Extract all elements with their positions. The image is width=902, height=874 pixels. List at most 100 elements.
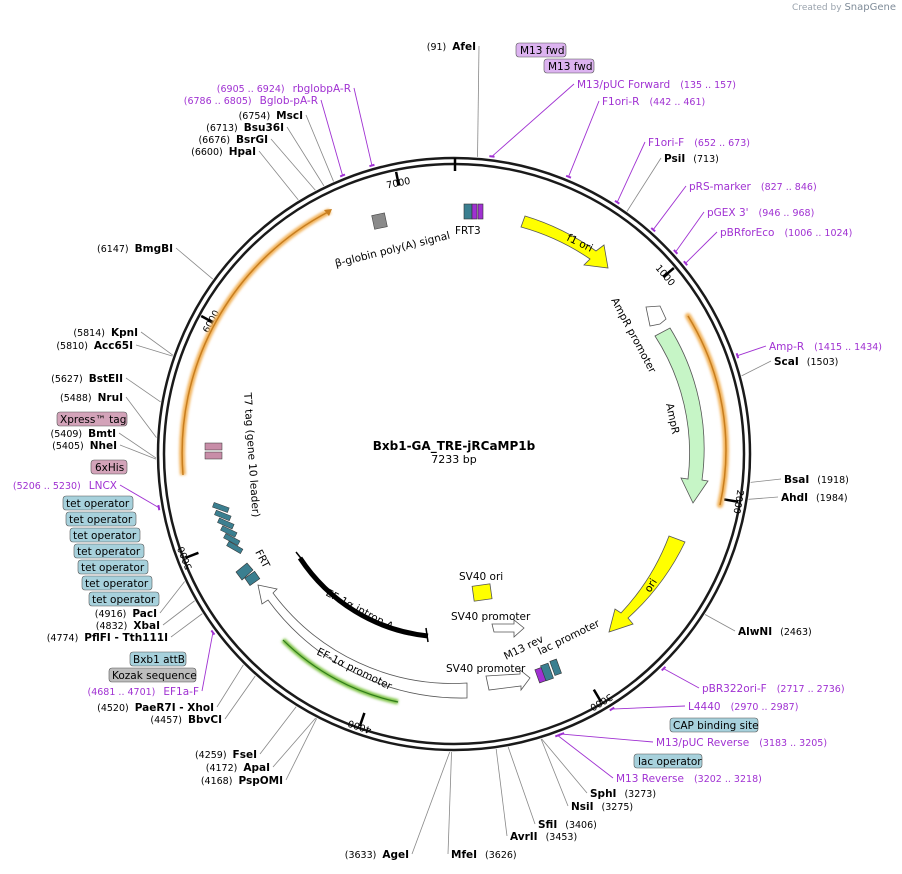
xpress-tag-box <box>56 411 128 427</box>
site-label-15: BbvCI(4457) <box>150 714 222 726</box>
tet-operator-block-5 <box>223 533 241 546</box>
site-position: (1984) <box>816 493 848 504</box>
site-label-20: NheI(5405) <box>52 440 117 452</box>
tet-operator-box-5 <box>77 559 149 575</box>
site-label-22: NruI (5488) <box>60 392 123 404</box>
feature-lac-operator <box>540 662 554 682</box>
site-position: (1503) <box>807 357 839 368</box>
feature-ef1a-promoter <box>257 584 468 699</box>
primer-mark-6 <box>735 352 740 359</box>
feature-t7-tag-label: T7 tag (gene 10 leader) <box>241 391 262 517</box>
site-leader-30 <box>305 114 334 182</box>
tet-operator-text-6: tet operator <box>85 578 149 590</box>
site-name: PspOMI <box>238 775 283 787</box>
site-label-5: AlwNI(2463) <box>738 626 812 638</box>
primer-range: (442 .. 461) <box>649 97 705 108</box>
tick-mark-3000 <box>592 688 603 703</box>
feature-sv40-promoter-2 <box>491 619 525 638</box>
green-highlight-core <box>282 639 399 703</box>
site-leader-28 <box>270 138 316 191</box>
site-leader-lines <box>118 45 782 855</box>
snapgene-branding: Created by SnapGene <box>792 2 896 13</box>
primer-mark-5 <box>683 260 688 266</box>
site-leader-27 <box>258 150 299 201</box>
primer-name: M13/pUC Forward <box>577 79 670 91</box>
primer-leader-9 <box>561 733 654 743</box>
primer-name: pGEX 3' <box>707 207 749 219</box>
tick-mark-6000 <box>200 314 215 324</box>
lac-operator-box <box>633 753 703 769</box>
primer-label-6: Amp-R(1415 .. 1434) <box>769 341 882 353</box>
tick-mark-4000 <box>358 712 366 727</box>
tick-label-1000: 1000 <box>653 263 677 289</box>
site-label-3: BsaI(1918) <box>784 474 849 486</box>
tet-operator-box-1 <box>62 495 134 511</box>
site-name: BsrGI <box>236 134 268 146</box>
site-position: (3275) <box>602 802 634 813</box>
primer-label-13: Bglob-pA-R(6786 .. 6805) <box>184 95 318 107</box>
site-name: NruI <box>98 392 123 404</box>
feature-bglobin-polya-label: β-globin poly(A) signal <box>334 230 451 270</box>
site-leader-1 <box>626 157 662 212</box>
site-label-25: KpnI(5814) <box>73 327 138 339</box>
site-position: (4520) <box>97 703 129 714</box>
site-name: AhdI <box>781 492 808 504</box>
tet-operator-box-4 <box>73 543 145 559</box>
site-leader-13 <box>272 717 317 768</box>
feature-sv40-ori-label: SV40 ori <box>459 571 503 583</box>
feature-f1-ori <box>520 215 609 269</box>
m13-fwd-box-2-text: M13 fwd <box>548 61 593 73</box>
site-position: (5405) <box>52 441 84 452</box>
site-name: HpaI <box>229 146 256 158</box>
site-labels: AfeI(91)PsiI(713)ScaI(1503)BsaI(1918)Ahd… <box>47 41 849 861</box>
primer-range: (827 .. 846) <box>761 182 817 193</box>
site-position: (6713) <box>206 123 238 134</box>
site-name: PsiI <box>664 153 685 165</box>
branding-name: SnapGene <box>844 2 896 13</box>
primer-mark-0 <box>489 155 495 158</box>
site-leader-8 <box>507 746 536 825</box>
primer-label-10: M13 Reverse(3202 .. 3218) <box>616 773 762 785</box>
site-name: ApaI <box>243 762 270 774</box>
tet-operator-text-4: tet operator <box>77 546 141 558</box>
site-position: (4172) <box>206 763 238 774</box>
primer-mark-8 <box>609 706 615 712</box>
site-position: (6676) <box>198 135 230 146</box>
site-position: (3626) <box>485 850 517 861</box>
primer-label-3: pRS-marker(827 .. 846) <box>689 181 817 193</box>
site-position: (4168) <box>201 776 233 787</box>
primer-range: (1415 .. 1434) <box>814 342 882 353</box>
orange-highlight-left-head <box>324 209 332 216</box>
feature-sv40-promoter-1-label: SV40 promoter <box>446 663 526 675</box>
primer-leader-12 <box>119 484 160 508</box>
site-name: PacI <box>132 608 157 620</box>
site-label-1: PsiI(713) <box>664 153 719 165</box>
site-label-17: PflFI - Tth111I(4774) <box>47 632 168 644</box>
site-label-4: AhdI (1984) <box>781 492 848 504</box>
orange-highlight-right-core <box>687 315 727 506</box>
primer-name: EF1a-F <box>163 686 199 698</box>
site-label-8: SfiI(3406) <box>538 819 597 831</box>
site-label-18: XbaI(4832) <box>96 620 160 632</box>
site-name: BbvCI <box>188 714 222 726</box>
site-leader-14 <box>259 706 297 755</box>
site-name: AlwNI <box>738 626 772 638</box>
feature-sv40-ori <box>471 583 493 602</box>
kozak-sequence-box <box>108 667 197 683</box>
primer-mark-11 <box>210 629 216 636</box>
m13-fwd-box-2 <box>543 58 595 74</box>
primer-leader-8 <box>611 705 686 710</box>
tick-mark-7000 <box>394 171 401 186</box>
site-leader-16 <box>216 664 244 708</box>
primer-label-8: L4440(2970 .. 2987) <box>688 701 798 713</box>
tet-operator-box-3 <box>69 527 141 543</box>
primer-name: F1ori-R <box>602 96 639 108</box>
site-name: Bsu36I <box>244 122 284 134</box>
m13-fwd-box-1 <box>515 42 567 58</box>
site-name: PaeR7I - XhoI <box>135 702 214 714</box>
primer-range: (3202 .. 3218) <box>694 774 762 785</box>
site-label-21: BmtI(5409) <box>51 428 116 440</box>
primer-leader-10 <box>557 735 614 779</box>
site-position: (5488) <box>60 393 92 404</box>
